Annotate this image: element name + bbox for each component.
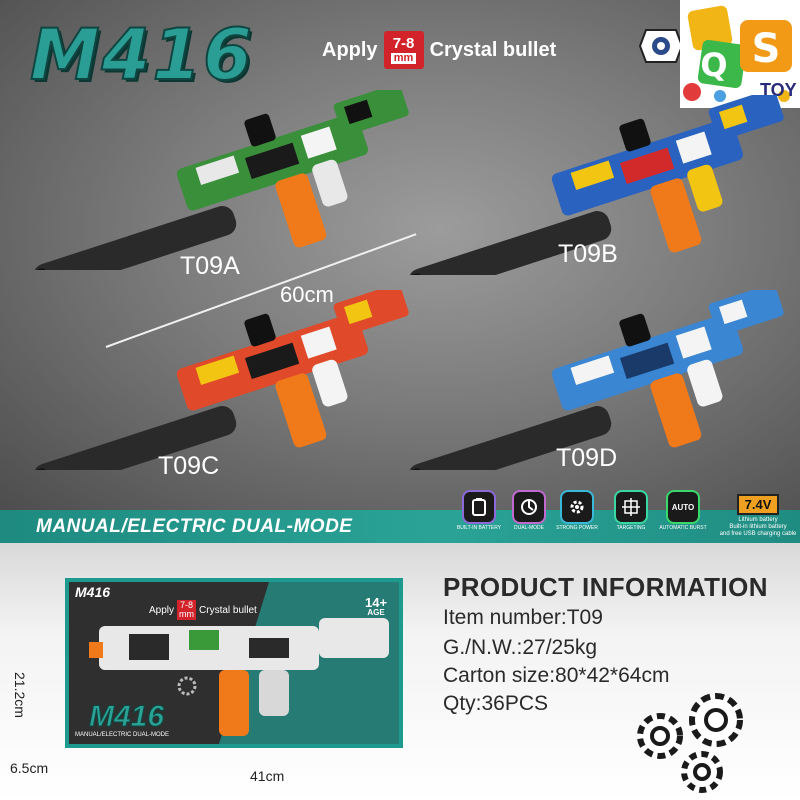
feature-strong-power: STRONG POWER xyxy=(548,492,606,531)
caliber-unit: mm xyxy=(390,53,417,64)
battery-line-2: Built-in lithium battery xyxy=(729,524,787,531)
quantity: Qty:36PCS xyxy=(443,692,549,715)
auto-icon-text: AUTO xyxy=(671,502,695,512)
box-apply: Apply xyxy=(149,604,175,616)
svg-text:S: S xyxy=(752,26,781,72)
package-width: 41cm xyxy=(250,768,285,784)
model-label-d: T09D xyxy=(556,444,618,472)
logo-graphic: S Q xyxy=(680,0,800,108)
ammo-spec: Apply 7-8 mm Crystal bullet xyxy=(322,31,557,69)
feature-dual-mode: DUAL-MODE xyxy=(500,492,558,531)
product-info-title: PRODUCT INFORMATION xyxy=(443,572,768,602)
brand-logo: S Q TOY xyxy=(680,0,800,108)
apply-prefix: Apply xyxy=(322,38,378,61)
carton-size: Carton size:80*42*64cm xyxy=(443,664,670,687)
mode-banner-text: MANUAL/ELECTRIC DUAL-MODE xyxy=(36,516,353,537)
box-ammo-spec: Apply 7-8 mm Crystal bullet xyxy=(149,600,257,620)
box-caliber: 7-8 xyxy=(180,600,194,610)
crosshair-icon xyxy=(616,492,646,522)
item-number: Item number:T09 xyxy=(443,606,603,629)
gear-icon xyxy=(562,492,592,522)
caliber-badge: 7-8 mm xyxy=(383,31,424,69)
svg-text:Q: Q xyxy=(700,46,727,84)
battery-icon xyxy=(464,492,494,522)
box-bullet: Crystal bullet xyxy=(199,604,257,616)
feature-label: AUTOMATIC BURST xyxy=(659,525,707,531)
box-caliber-badge: 7-8 mm xyxy=(177,600,197,620)
product-title: M416 xyxy=(29,13,254,97)
box-age-label: AGE xyxy=(367,608,385,617)
feature-label: DUAL-MODE xyxy=(513,525,544,531)
mode-banner xyxy=(0,510,800,543)
gun-t09b xyxy=(407,95,784,275)
battery-line-1: Lithium battery xyxy=(738,517,778,523)
gears-icon xyxy=(637,693,743,793)
feature-targeting: TARGETING xyxy=(602,492,660,531)
gun-t09d xyxy=(407,290,784,470)
feature-automatic-burst: AUTO AUTOMATIC BURST xyxy=(654,492,712,531)
feature-battery: BUILT-IN BATTERY xyxy=(450,492,508,531)
feature-label: BUILT-IN BATTERY xyxy=(456,525,502,531)
apply-suffix: Crystal bullet xyxy=(429,38,557,61)
box-caliber-unit: mm xyxy=(179,609,195,619)
box-age-value: 14+ xyxy=(365,595,388,610)
model-label-c: T09C xyxy=(158,452,220,480)
box-gear-icon xyxy=(177,676,197,696)
box-age: 14+ AGE xyxy=(365,596,387,617)
gun-t09c xyxy=(32,290,409,470)
package-height: 21.2cm xyxy=(12,672,28,718)
caliber-value: 7-8 xyxy=(392,35,415,52)
battery-line-3: and free USB charging cable xyxy=(719,531,797,538)
package-box: M416 Apply 7-8 mm Crystal bullet 14+ AGE… xyxy=(65,578,403,748)
package-depth: 6.5cm xyxy=(10,760,49,776)
shield-icon xyxy=(638,29,684,63)
length-label: 60cm xyxy=(280,282,334,307)
gross-net-weight: G./N.W.:27/25kg xyxy=(443,636,598,659)
model-label-b: T09B xyxy=(558,240,618,268)
gun-t09a xyxy=(32,90,409,270)
model-label-a: T09A xyxy=(180,252,240,280)
battery-voltage: 7.4V xyxy=(736,494,780,515)
auto-icon: AUTO xyxy=(668,492,698,522)
package-art xyxy=(69,582,399,744)
box-top-title: M416 xyxy=(75,584,111,600)
box-mode-text: MANUAL/ELECTRIC DUAL-MODE xyxy=(75,732,170,738)
battery-spec: 7.4V Lithium battery Built-in lithium ba… xyxy=(716,494,800,539)
feature-label: STRONG POWER xyxy=(556,525,598,531)
feature-label: TARGETING xyxy=(616,525,646,531)
box-brand-title: M416 xyxy=(88,700,165,734)
dual-mode-icon xyxy=(514,492,544,522)
